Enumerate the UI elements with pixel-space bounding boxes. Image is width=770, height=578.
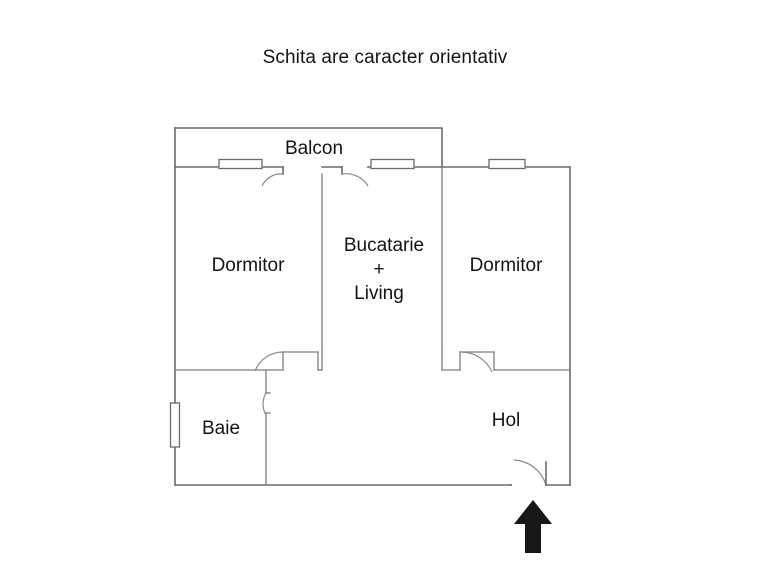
door-balcon-left [261,173,284,187]
window-dormitor-right-icon [488,158,526,170]
room-label-bucatarie: Bucatarie [344,235,424,256]
room-label-dormitor-left: Dormitor [212,255,286,276]
door-baie [262,392,267,416]
window-baie-icon [169,402,181,448]
room-label-dormitor-right: Dormitor [470,255,544,276]
door-dormitor-left [254,351,284,372]
interior-walls [174,166,571,486]
door-dormitor-right [459,351,493,373]
room-label-bucatarie-plus: + [373,259,384,280]
building-outline [174,127,571,486]
window-balcony-left-icon [218,158,263,170]
room-label-hol: Hol [492,410,521,431]
door-balcon-right [341,173,369,187]
window-balcony-right-icon [370,158,415,170]
room-balcon [174,127,443,168]
room-label-balcon: Balcon [285,138,343,159]
up-arrow-icon [514,500,552,553]
door-entrance [510,459,547,486]
page-title: Schita are caracter orientativ [262,47,508,68]
room-label-baie: Baie [202,418,240,439]
room-label-living: Living [354,283,404,304]
